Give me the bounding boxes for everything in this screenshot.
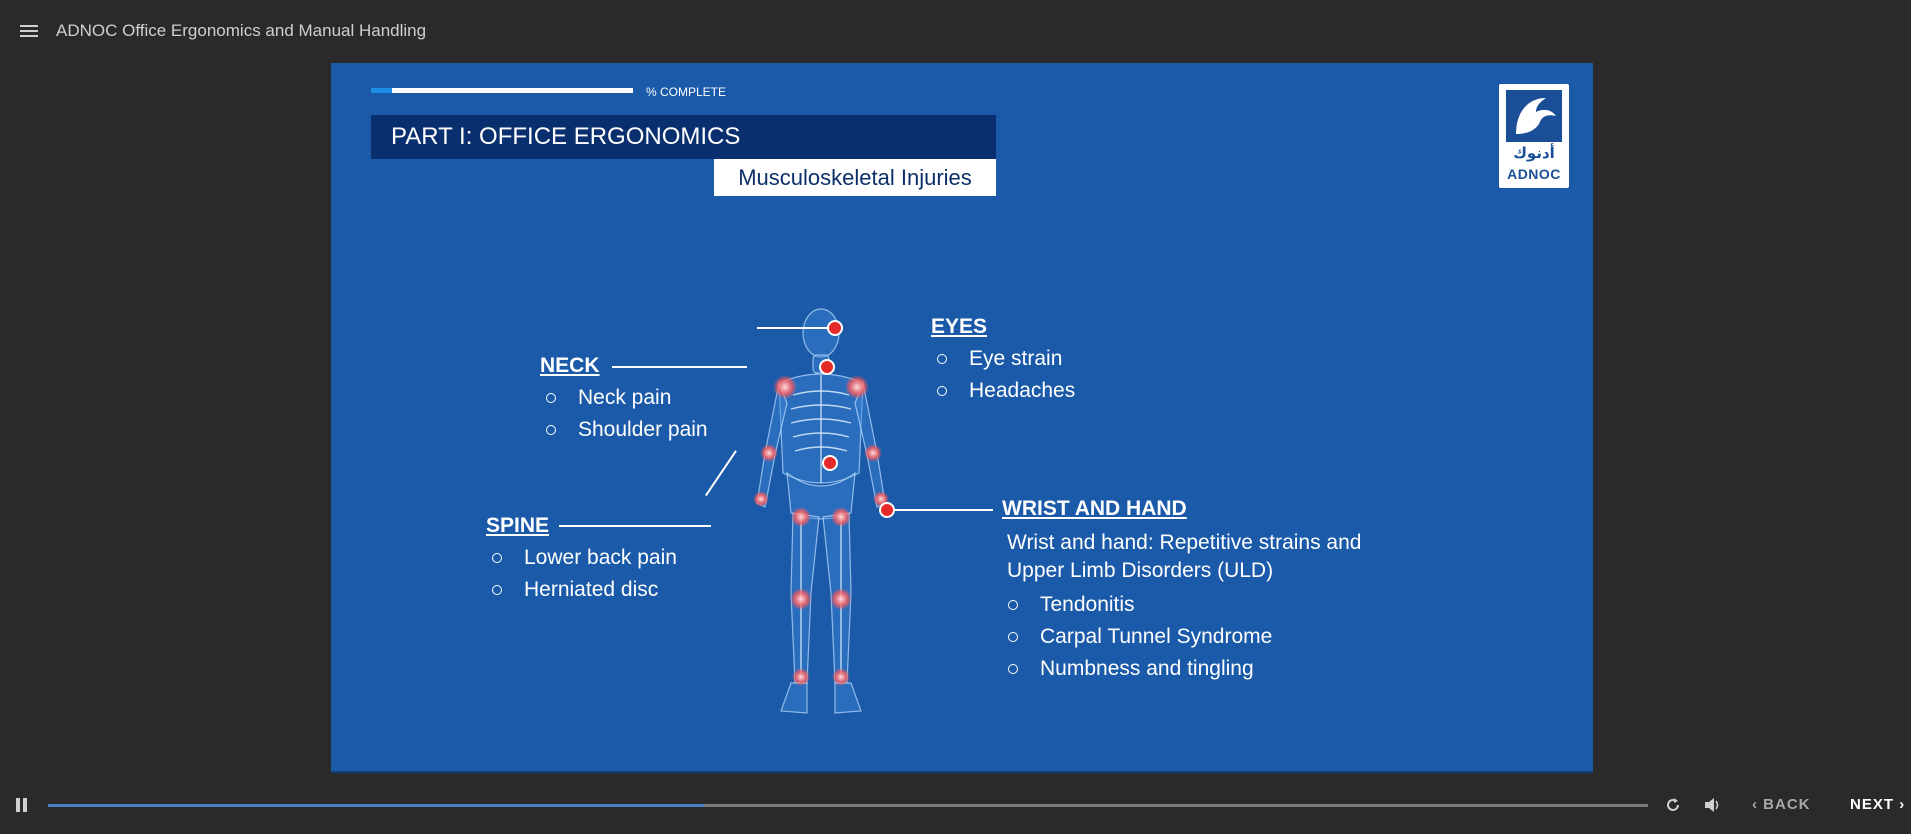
neck-connector	[612, 366, 747, 368]
progress-label: % COMPLETE	[646, 85, 727, 99]
wrist-description: Wrist and hand: Repetitive strains and U…	[1007, 531, 1362, 582]
slide-stage: % COMPLETE PART I: OFFICE ERGONOMICS Mus…	[331, 63, 1593, 773]
list-item: Shoulder pain	[540, 414, 708, 446]
adnoc-logo: أدنوك ADNOC	[1499, 84, 1569, 188]
eyes-hotspot[interactable]	[827, 320, 843, 336]
player-controls: ‹ BACK NEXT ›	[0, 790, 1911, 834]
list-item: Eye strain	[931, 343, 1075, 375]
pause-icon[interactable]	[16, 798, 28, 812]
progress-bar	[371, 88, 633, 93]
back-label: BACK	[1763, 796, 1811, 813]
neck-heading: NECK	[540, 354, 600, 377]
list-item: Tendonitis	[1002, 589, 1362, 621]
list-item: Herniated disc	[486, 574, 677, 606]
neck-section: NECK Neck pain Shoulder pain	[540, 354, 708, 446]
next-button[interactable]: NEXT ›	[1850, 796, 1905, 813]
list-item: Neck pain	[540, 382, 708, 414]
eyes-heading: EYES	[931, 315, 988, 338]
logo-arabic-text: أدنوك	[1513, 145, 1555, 162]
wrist-connector	[893, 509, 993, 511]
hamburger-menu-icon[interactable]	[20, 25, 38, 37]
human-skeleton-figure	[753, 308, 889, 714]
list-item: Numbness and tingling	[1002, 653, 1362, 685]
chevron-left-icon: ‹	[1752, 796, 1758, 813]
eyes-connector	[757, 327, 841, 329]
falcon-emblem-icon	[1506, 90, 1562, 142]
spine-connector-diagonal	[705, 450, 737, 497]
wrist-section: WRIST AND HAND Wrist and hand: Repetitiv…	[1002, 497, 1362, 685]
course-title: ADNOC Office Ergonomics and Manual Handl…	[56, 21, 427, 40]
list-item: Carpal Tunnel Syndrome	[1002, 621, 1362, 653]
spine-section: SPINE Lower back pain Herniated disc	[486, 514, 677, 606]
timeline-scrubber[interactable]	[48, 804, 1648, 807]
wrist-hotspot[interactable]	[879, 502, 895, 518]
chevron-right-icon: ›	[1899, 796, 1906, 813]
timeline-progress	[48, 804, 704, 807]
list-item: Lower back pain	[486, 542, 677, 574]
back-button[interactable]: ‹ BACK	[1752, 796, 1811, 813]
replay-icon[interactable]	[1664, 796, 1682, 818]
logo-latin-text: ADNOC	[1507, 166, 1561, 182]
spine-hotspot[interactable]	[822, 455, 838, 471]
spine-connector	[559, 525, 711, 527]
list-item: Headaches	[931, 375, 1075, 407]
slide-subtitle: Musculoskeletal Injuries	[714, 159, 996, 196]
top-bar: ADNOC Office Ergonomics and Manual Handl…	[0, 0, 1911, 62]
next-label: NEXT	[1850, 796, 1895, 813]
spine-heading: SPINE	[486, 514, 550, 537]
progress-fill	[371, 88, 392, 93]
part-title: PART I: OFFICE ERGONOMICS	[371, 115, 996, 159]
eyes-section: EYES Eye strain Headaches	[931, 315, 1075, 407]
wrist-heading: WRIST AND HAND	[1002, 497, 1187, 520]
neck-hotspot[interactable]	[819, 359, 835, 375]
volume-icon[interactable]	[1703, 796, 1723, 818]
